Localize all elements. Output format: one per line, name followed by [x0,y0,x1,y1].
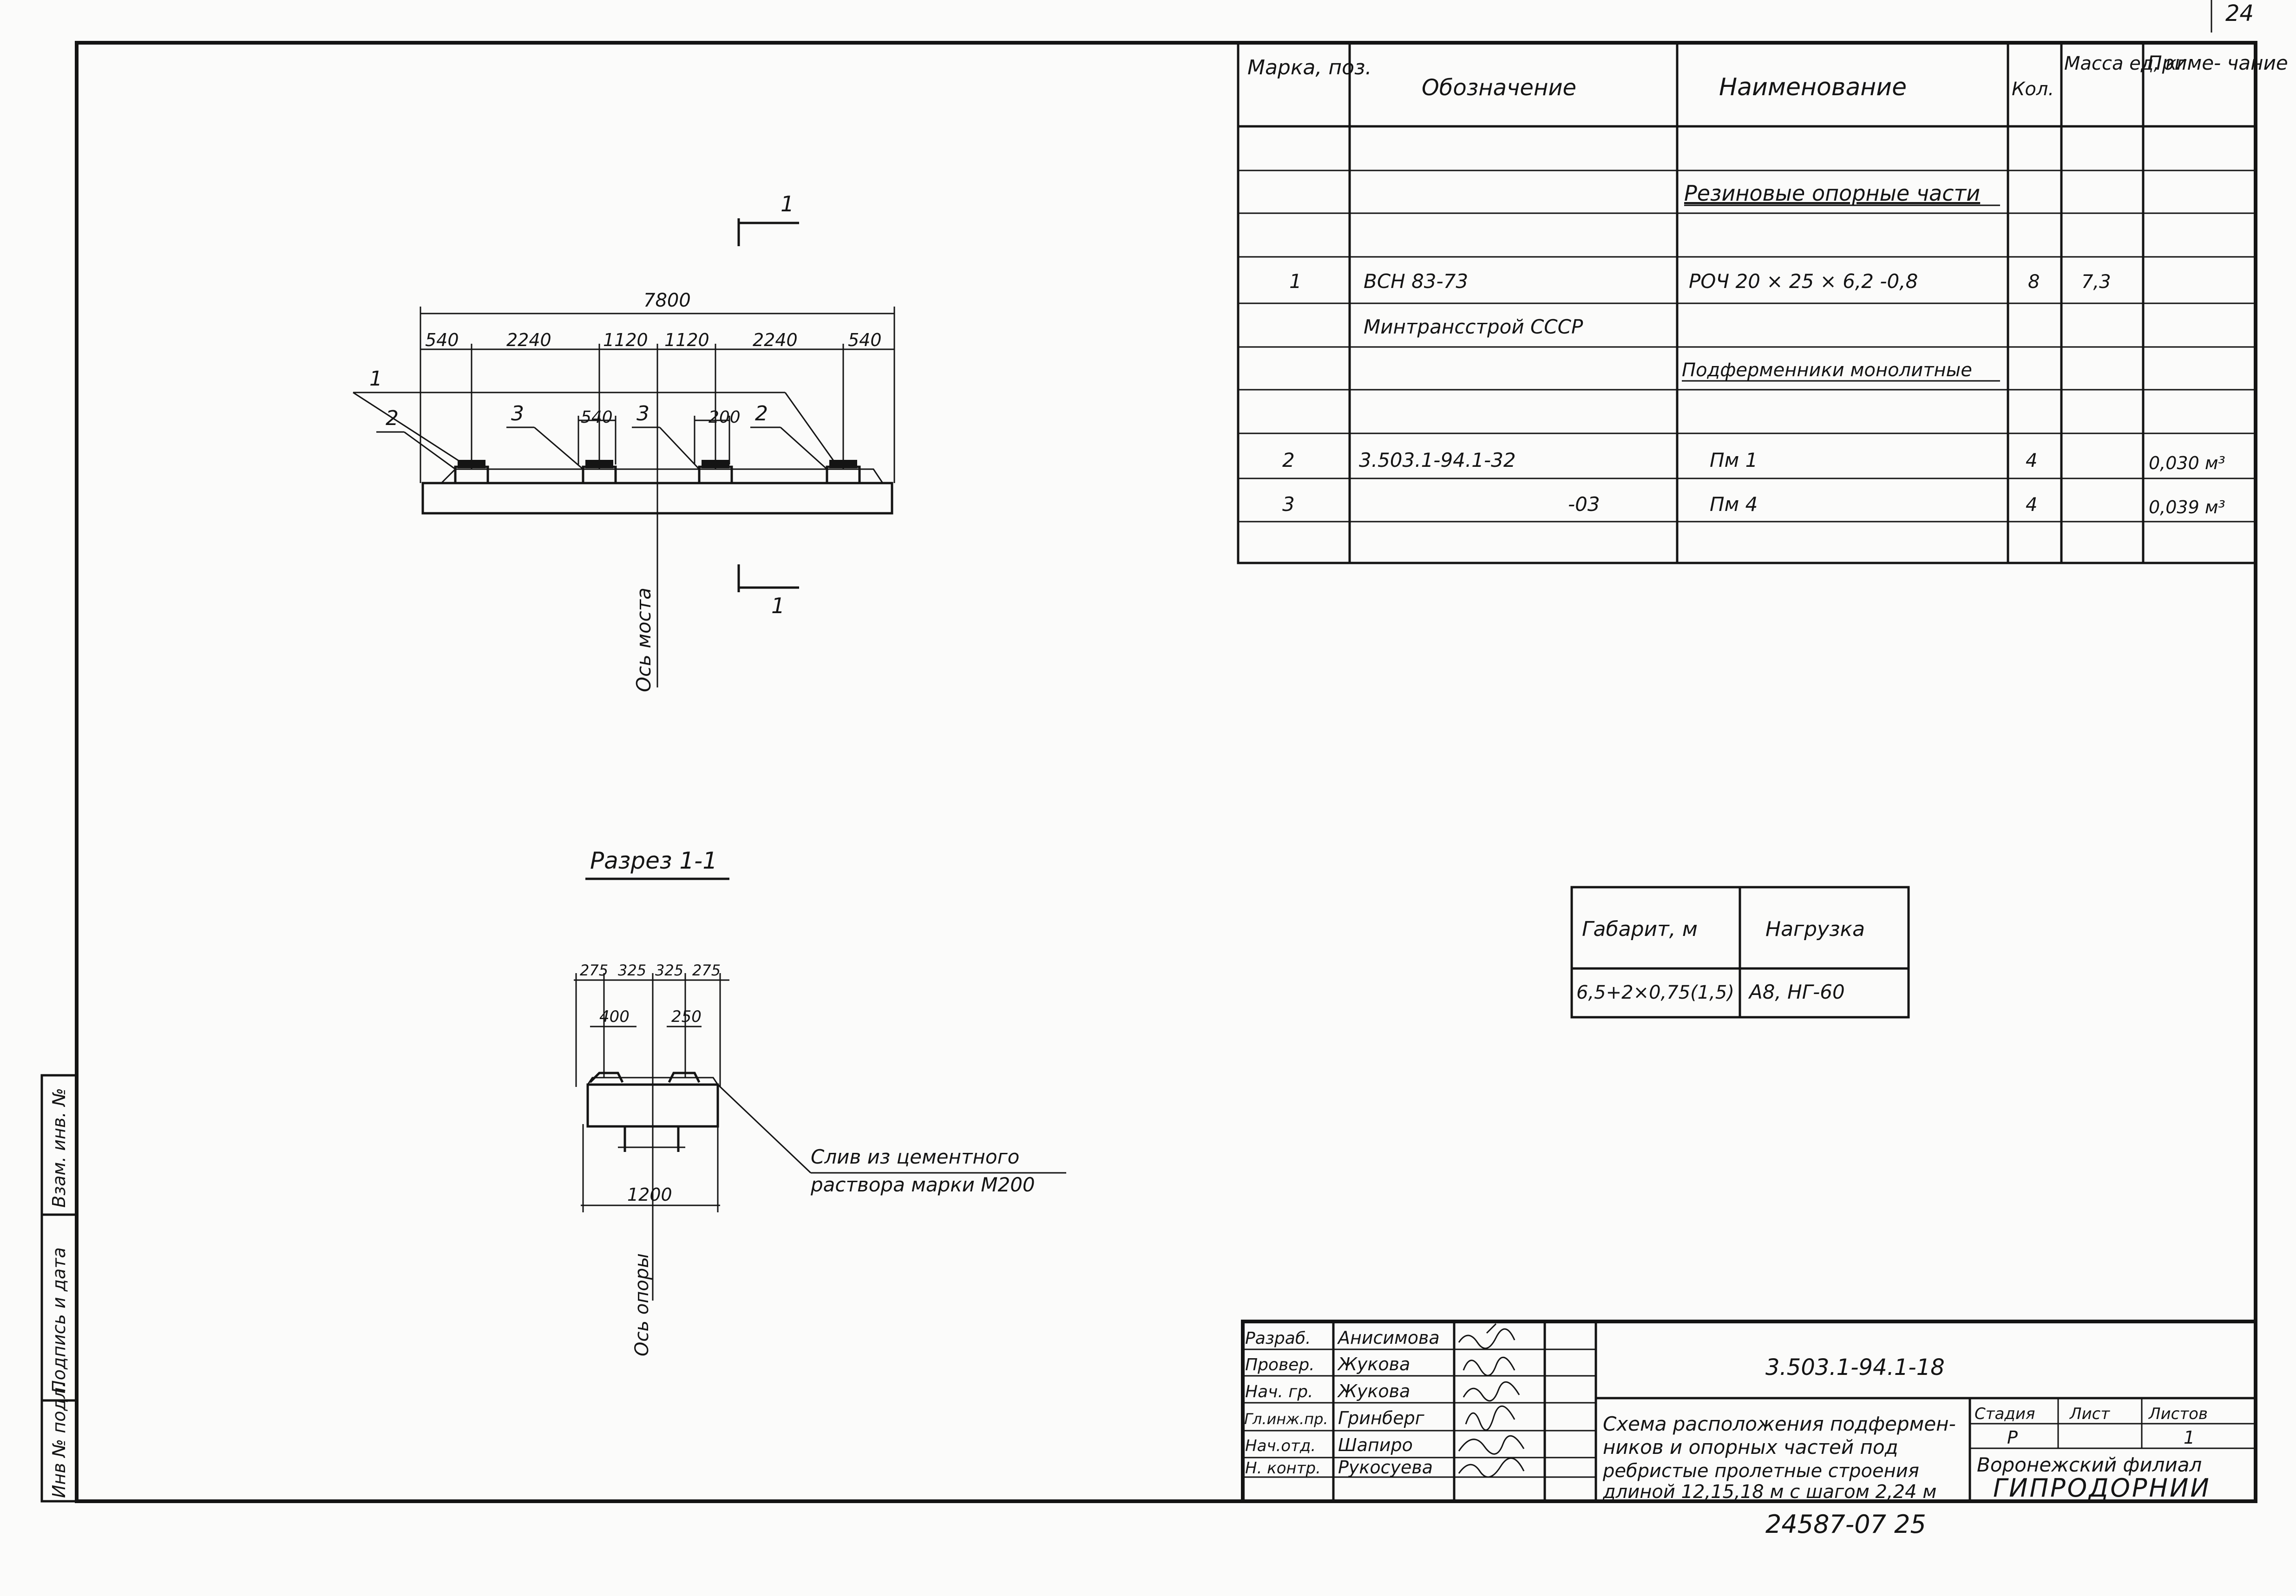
clearance-header-load: Нагрузка [1765,917,1865,941]
plan-dim-4: 1120 [664,330,709,350]
tb-role-5: Нач.отд. [1245,1437,1316,1455]
tb-title-line-1: Схема расположения подфермен- [1603,1413,1956,1435]
tb-role-1: Разраб. [1245,1329,1311,1348]
section-bottom-dimension: 1200 [627,1184,672,1205]
tb-title-line-4: длиной 12,15,18 м с шагом 2,24 м [1602,1481,1936,1503]
section-mark-bottom: 1 [771,593,785,618]
tb-stage-header: Стадия [1975,1405,2035,1423]
spec-header-mark: Марка, поз. [1247,56,1371,79]
section-title: Разрез 1-1 [590,847,717,874]
spec-header-note: Приме- чание [2147,52,2288,74]
tb-title-line-2: ников и опорных частей под [1603,1436,1898,1459]
drawing-frame [75,41,2257,1503]
section-note-line-1: Слив из цементного [811,1145,1019,1168]
tb-role-6: Н. контр. [1245,1459,1321,1478]
clearance-header-gabarit: Габарит, м [1582,917,1698,941]
signature-2 [1463,1356,1515,1376]
spec-cell-roch: РОЧ 20 × 25 × 6,2 -0,8 [1689,270,1918,293]
tb-sheets-value: 1 [2184,1427,2195,1448]
section-view: Разрез 1-1 275 325 325 275 400 250 1200 … [574,847,1066,1356]
plan-dim-5: 2240 [753,330,798,350]
section-dim-3: 325 [655,962,683,979]
tb-name-5: Шапиро [1338,1435,1413,1455]
bridge-axis-label: Ось моста [632,588,655,692]
tb-role-4: Гл.инж.пр. [1244,1410,1328,1428]
title-block: Разраб. Провер. Нач. гр. Гл.инж.пр. Нач.… [1241,1320,2257,1503]
callout-3-left: 3 [511,402,524,425]
spec-header-mass: Масса ед, кг [2064,53,2187,74]
callout-2-left: 2 [386,406,399,430]
spec-header-qty: Кол. [2012,78,2054,100]
plan-pad-dim-1: 540 [581,408,613,427]
callout-2-right: 2 [755,402,768,425]
tb-stage-value: Р [2007,1427,2018,1448]
section-dim-1: 275 [580,962,608,979]
clearance-value-load: А8, НГ-60 [1748,981,1845,1003]
tb-name-3: Жукова [1337,1381,1410,1401]
callout-1: 1 [369,367,382,391]
clearance-value-gabarit: 6,5+2×0,75(1,5) [1576,982,1734,1003]
spec-cell-vsn: ВСН 83-73 [1364,270,1468,293]
spec-cell-qty-3: 4 [2026,494,2037,516]
tb-organization-line-1: Воронежский филиал [1977,1453,2202,1476]
spec-cell-rubber-bearings: Резиновые опорные части [1684,181,1980,206]
spec-cell-mintransstroy: Минтрансстрой СССР [1364,315,1583,338]
section-note-line-2: раствора марки М200 [810,1173,1035,1196]
left-stamp: Инв № подл. Подпись и дата Взам. инв. № [40,1074,78,1503]
spec-header-designation: Обозначение [1422,75,1576,101]
section-mark-top: 1 [781,191,794,216]
spec-cell-note-3: 0,039 м³ [2149,497,2225,517]
stamp-signature-date: Подпись и дата [49,1247,69,1393]
spec-cell-pos-2: 2 [1282,449,1295,471]
spec-cell-doc-32: 3.503.1-94.1-32 [1359,449,1516,471]
tb-role-3: Нач. гр. [1245,1382,1313,1401]
signature-1 [1458,1323,1515,1349]
tb-role-2: Провер. [1245,1355,1315,1374]
stamp-inv-podl: Инв № подл. [49,1382,69,1498]
spec-cell-doc-03: -03 [1568,493,1600,516]
spec-cell-pos-1: 1 [1289,270,1302,293]
signature-4 [1465,1405,1515,1431]
section-dim-2: 325 [618,962,646,979]
tb-name-1: Анисимова [1337,1328,1440,1348]
clearance-table: Габарит, м Нагрузка 6,5+2×0,75(1,5) А8, … [1570,886,1910,1019]
spec-cell-note-2: 0,030 м³ [2149,453,2225,473]
tb-title-line-3: ребристые пролетные строения [1602,1460,1919,1482]
spec-cell-pm4: Пм 4 [1710,493,1758,516]
tb-name-2: Жукова [1337,1354,1410,1374]
spec-cell-qty-1: 8 [2028,271,2040,293]
plan-pad-dim-2: 200 [708,408,741,427]
section-dim-4: 275 [692,962,721,979]
plan-dim-6: 540 [848,330,882,350]
spec-cell-monolithic-pads: Подферменники монолитные [1682,360,1972,381]
tb-sheets-header: Листов [2148,1405,2208,1423]
signature-6 [1458,1457,1525,1478]
plan-overall-dimension: 7800 [643,290,691,311]
section-pad-dim-1: 400 [599,1007,630,1026]
spec-table: Марка, поз. Обозначение Наименование Кол… [1237,41,2288,564]
spec-cell-pm1: Пм 1 [1710,449,1758,471]
spec-cell-pos-3: 3 [1282,493,1295,516]
tb-name-4: Гринберг [1338,1408,1425,1428]
signature-5 [1458,1435,1525,1455]
signature-3 [1463,1381,1520,1402]
tb-name-6: Рукосуева [1338,1457,1433,1478]
sheet-corner-number: 24 [2225,0,2254,26]
plan-dim-3: 1120 [603,330,648,350]
bottom-code: 24587-07 25 [1765,1510,1926,1539]
plan-dim-2: 2240 [506,330,551,350]
stamp-vzam-inv: Взам. инв. № [49,1088,69,1208]
plan-view: 1 1 7800 540 2240 1120 1120 2240 540 [353,191,895,692]
spec-header-name: Наименование [1719,73,1907,101]
support-axis-label: Ось опоры [631,1253,653,1356]
spec-cell-mass-1: 7,3 [2081,271,2111,293]
tb-organization-line-2: ГИПРОДОРНИИ [1993,1473,2211,1503]
tb-document-code: 3.503.1-94.1-18 [1765,1354,1945,1380]
tb-sheet-header: Лист [2069,1405,2110,1423]
plan-dim-1: 540 [425,330,459,350]
callout-3-right: 3 [636,402,649,425]
spec-cell-qty-2: 4 [2026,450,2037,471]
section-pad-dim-2: 250 [671,1007,702,1026]
